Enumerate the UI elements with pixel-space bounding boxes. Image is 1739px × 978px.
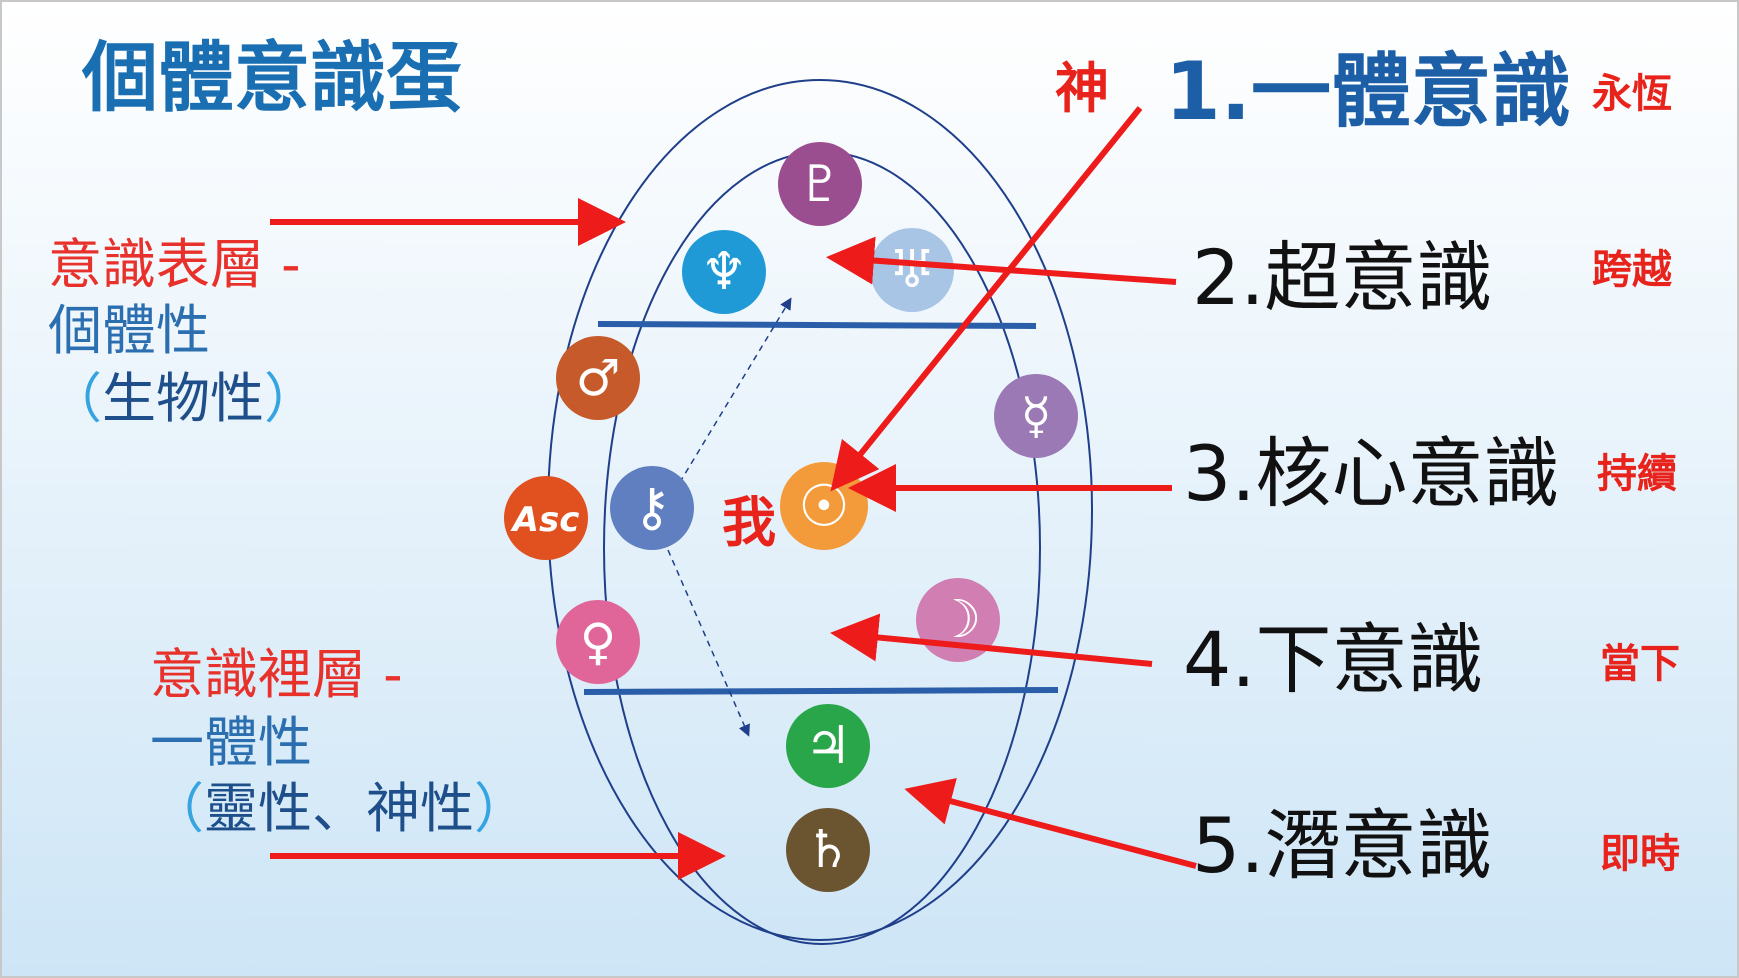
god-label: 神 xyxy=(1055,57,1109,120)
self-label: 我 xyxy=(722,491,776,554)
level-4-arrow xyxy=(830,613,1153,667)
level-5-tag: 即時 xyxy=(1600,831,1680,877)
ascendant-icon: Asc xyxy=(504,476,588,560)
level-2-arrow xyxy=(826,236,1177,285)
svg-text:☉: ☉ xyxy=(798,472,850,540)
svg-text:Asc: Asc xyxy=(510,500,580,540)
svg-text:♂: ♂ xyxy=(576,349,621,407)
mercury-icon: ☿ xyxy=(994,374,1078,458)
svg-text:☿: ☿ xyxy=(1021,387,1052,445)
uranus-icon: ♅ xyxy=(870,228,954,312)
level-5-label: 5.潛意識 xyxy=(1192,801,1493,890)
level-3-label: 3.核心意識 xyxy=(1183,429,1560,518)
level-2-label: 2.超意識 xyxy=(1192,233,1493,322)
svg-text:♄: ♄ xyxy=(805,820,852,880)
page-title: 個體意識蛋 xyxy=(82,33,462,122)
svg-text:♆: ♆ xyxy=(701,242,748,302)
surface-layer-label: 意識表層 - xyxy=(48,233,301,296)
svg-text:♃: ♃ xyxy=(805,716,852,776)
level-1-label: 1.一體意識 xyxy=(1165,45,1572,138)
mars-icon: ♂ xyxy=(556,336,640,420)
dashed-down-arrow xyxy=(667,549,750,737)
oneness-label: 一體性 xyxy=(150,711,312,774)
level-2-tag: 跨越 xyxy=(1592,247,1672,293)
inner-layer-label: 意識裡層 - xyxy=(150,643,403,706)
jupiter-icon: ♃ xyxy=(786,704,870,788)
lower-divider xyxy=(583,687,1059,695)
upper-divider xyxy=(597,321,1037,329)
biological-label: （生物性） xyxy=(48,367,318,430)
svg-text:♅: ♅ xyxy=(889,240,936,300)
spiritual-label: （靈性、神性） xyxy=(150,777,528,840)
pluto-icon: ♇ xyxy=(778,142,862,226)
individuality-label: 個體性 xyxy=(48,299,210,362)
dashed-up-arrow xyxy=(673,297,792,493)
venus-icon: ♀ xyxy=(556,600,640,684)
saturn-icon: ♄ xyxy=(786,808,870,892)
level-1-tag: 永恆 xyxy=(1592,71,1672,117)
svg-text:☽: ☽ xyxy=(935,590,982,650)
chiron-icon: ⚷ xyxy=(610,466,694,550)
sun-icon: ☉ xyxy=(780,462,868,550)
level-4-tag: 當下 xyxy=(1600,641,1680,687)
neptune-icon: ♆ xyxy=(682,230,766,314)
level-3-tag: 持續 xyxy=(1597,451,1677,497)
level-4-label: 4.下意識 xyxy=(1183,615,1484,704)
svg-text:♀: ♀ xyxy=(580,613,617,671)
level-5-arrow xyxy=(904,777,1197,869)
svg-text:⚷: ⚷ xyxy=(633,478,671,538)
svg-text:♇: ♇ xyxy=(798,155,843,213)
level-1-arrow xyxy=(830,106,1143,492)
